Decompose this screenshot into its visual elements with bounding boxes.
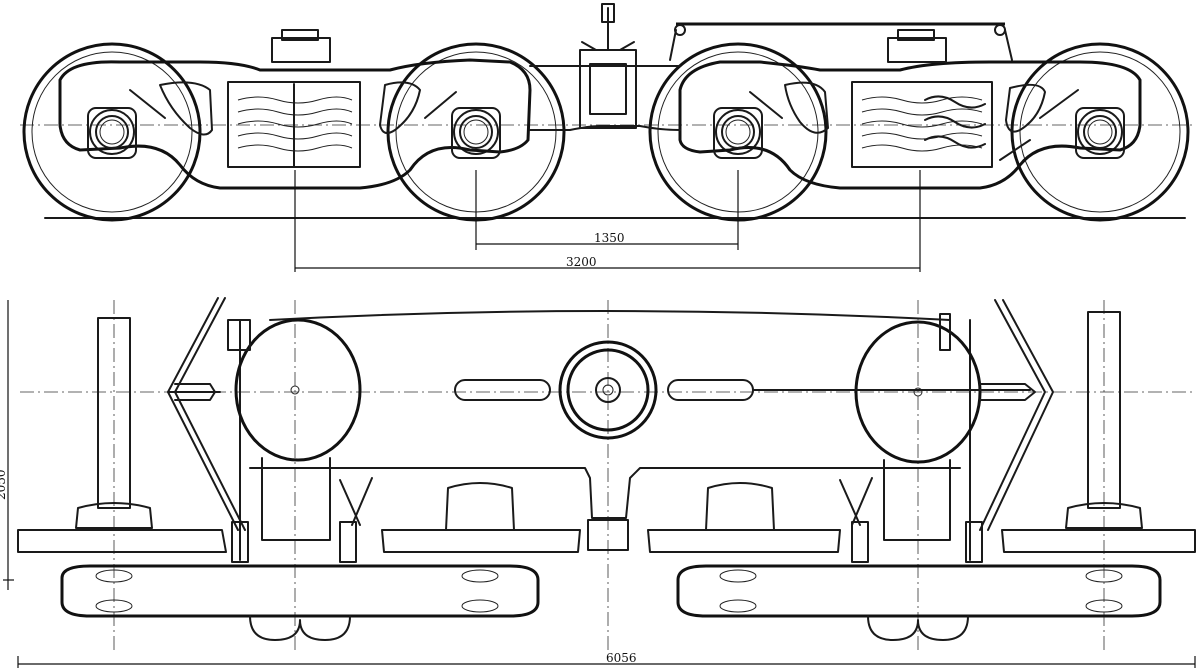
dimension-total-length: 6056 [606,651,637,665]
dimension-axle-offset: 1350 [594,231,625,245]
right-side-frame [678,29,1142,190]
brake-hangers [167,297,1054,531]
center-pivot [558,340,658,551]
top-dimensions [294,170,921,272]
dimension-bogie-wheelbase: 3200 [566,255,597,269]
left-axle [75,317,153,529]
plan-side-frame-left [60,564,540,641]
plan-dimensions [3,300,1196,668]
right-axle [1065,311,1143,529]
plan-side-frame-right [676,564,1162,641]
center-span-beam [529,3,1013,131]
wheel-1 [22,42,202,222]
brake-beam-row [17,482,1196,563]
dimension-vertical: 2050 [0,469,8,500]
brake-cylinder-left [234,318,362,541]
left-side-frame [58,29,532,190]
main-frame [239,310,971,561]
tie-rods [167,379,1036,401]
side-elevation-view: 1350 3200 [20,3,1195,272]
spring-pack-right [851,81,993,168]
plan-view: 6056 2050 [0,297,1196,668]
brake-cylinder-right [854,320,982,541]
wheel-4 [1010,42,1190,222]
